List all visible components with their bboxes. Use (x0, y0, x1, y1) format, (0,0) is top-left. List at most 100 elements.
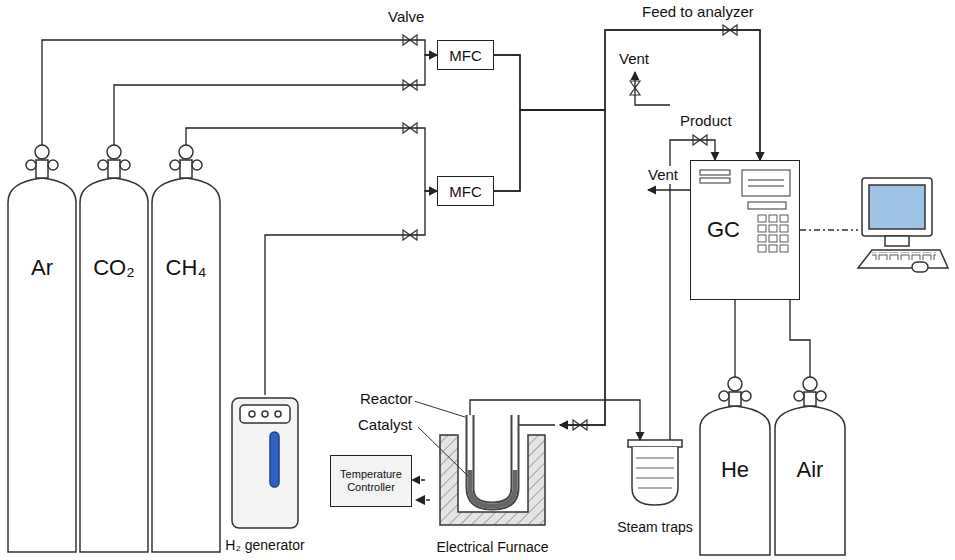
steam-trap-body-part (636, 458, 674, 459)
gas-line (186, 128, 437, 191)
gc-details (700, 170, 790, 254)
gas-cylinders-part (775, 406, 845, 555)
gas-cylinder: Ar (8, 145, 76, 553)
node-text: Ar (31, 255, 53, 281)
gas-line (494, 30, 760, 160)
gas-cylinders-part (8, 178, 76, 552)
gas-line (412, 479, 425, 480)
steam-trap-body-part (628, 440, 682, 447)
gas-chromatograph: GC (690, 160, 800, 300)
node-text: Air (797, 457, 824, 483)
electrical-furnace-body-part (517, 424, 555, 425)
gas-line (42, 40, 437, 145)
computer-part (869, 185, 925, 229)
node-text: CH₄ (166, 255, 207, 281)
electrical-furnace-body-part (440, 435, 545, 525)
computer-part (872, 252, 936, 260)
part-label: Vent (617, 50, 651, 68)
gas-line (470, 400, 640, 440)
valves (403, 25, 737, 430)
gas-cylinders-part (741, 391, 751, 401)
gas-line (734, 300, 735, 377)
gas-cylinders-part (794, 391, 804, 401)
gas-cylinders-part (48, 160, 58, 170)
hydrogen-generator: H₂ generator (219, 395, 311, 553)
gc-details-part (748, 186, 784, 187)
h2-generator-body (232, 398, 298, 528)
gas-cylinders-part (803, 377, 817, 391)
electrical-furnace-body-part (470, 470, 515, 506)
gas-cylinder: He (700, 377, 770, 553)
gas-line (114, 55, 437, 145)
gc-details-part (757, 214, 790, 254)
electrical-furnace-body-part (418, 427, 468, 476)
gas-cylinders-part (36, 160, 48, 178)
node-text: CO₂ (93, 255, 135, 281)
gas-cylinder: Air (775, 377, 845, 553)
steam-trap-body-part (632, 447, 678, 505)
electrical-furnace-body-part (470, 415, 515, 506)
h2-generator-body-part (262, 411, 268, 417)
mass-flow-controller: MFC (437, 40, 494, 70)
h2-generator-body-part (275, 411, 281, 417)
gas-cylinders-part (816, 391, 826, 401)
gas-cylinder: CO₂ (80, 145, 148, 553)
gas-cylinders-part (98, 160, 108, 170)
part-label: Reactor (358, 390, 415, 408)
gc-details-part (700, 178, 730, 183)
electrical-furnace-body-part (470, 415, 515, 506)
gas-line (494, 110, 605, 425)
computer-part (862, 178, 932, 236)
gas-cylinders-part (80, 178, 148, 552)
gas-cylinders (8, 145, 845, 555)
gc-details-part (700, 170, 730, 175)
mass-flow-controller: MFC (437, 176, 494, 206)
gas-cylinders-part (120, 160, 130, 170)
part-label: Catalyst (356, 416, 414, 434)
steam-trap-body-part (636, 468, 674, 469)
part-label: Valve (386, 8, 426, 26)
electrical-furnace-body (414, 401, 555, 525)
gas-cylinders-part (729, 392, 741, 406)
node-text: H₂ generator (225, 537, 304, 553)
node-text: MFC (449, 47, 482, 64)
gc-details-part (748, 180, 784, 181)
gas-line (494, 30, 760, 191)
node-text: He (721, 457, 749, 483)
electrical-furnace-body-part (414, 401, 465, 417)
part-label: Vent (646, 166, 680, 184)
gas-cylinders-part (179, 145, 193, 159)
h2-generator-body-part (270, 432, 279, 487)
gas-cylinders-part (170, 160, 180, 170)
gas-cylinders-part (26, 160, 36, 170)
vent-lines (635, 72, 690, 190)
gas-cylinders-part (719, 391, 729, 401)
h2-generator-body-part (232, 398, 298, 528)
computer-part (912, 262, 928, 272)
computer-part (800, 229, 858, 231)
gas-cylinders-part (35, 145, 49, 159)
gas-cylinders-part (107, 145, 121, 159)
vent-lines-part (635, 72, 670, 105)
steam-trap-body-part (636, 478, 674, 479)
steam-trap-body (628, 440, 682, 505)
node-text: GC (707, 217, 740, 243)
node-text: Temperature Controller (339, 468, 403, 493)
gas-cylinders-part (804, 392, 816, 406)
gas-cylinder: CH₄ (152, 145, 220, 553)
gc-details-part (748, 202, 786, 209)
temperature-controller: Temperature Controller (330, 455, 412, 507)
computer-part (858, 250, 948, 268)
steam-trap: Steam traps (605, 440, 705, 535)
vent-lines-part (648, 189, 690, 190)
gas-line (670, 140, 715, 440)
gas-cylinders-part (108, 160, 120, 178)
node-text: Electrical Furnace (436, 539, 548, 555)
computer-part (885, 236, 909, 246)
part-label: Product (678, 112, 734, 130)
gas-cylinders-part (192, 160, 202, 170)
electrical-furnace-body-part (416, 499, 430, 501)
gas-line (790, 300, 810, 377)
gas-cylinders-part (180, 160, 192, 178)
